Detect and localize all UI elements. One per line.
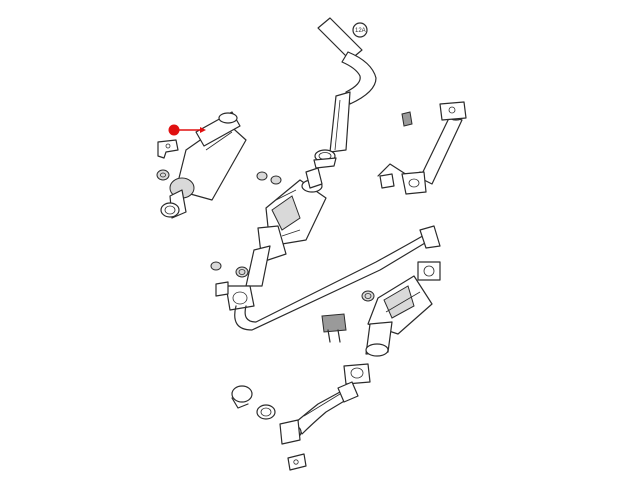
lower-downpipe bbox=[279, 381, 359, 445]
upper-exhaust-pipe bbox=[313, 17, 377, 169]
part-tag-12a: 12A bbox=[352, 22, 368, 38]
center-flange bbox=[215, 281, 255, 311]
callout-marker bbox=[168, 124, 206, 136]
right-upper-pipe bbox=[377, 101, 467, 195]
muffler-assembly bbox=[160, 111, 247, 219]
converter-gasket bbox=[343, 363, 371, 385]
right-isolator bbox=[361, 290, 375, 302]
hanger-isolator-left bbox=[156, 169, 170, 181]
right-flange bbox=[417, 261, 441, 281]
crossover-pipe bbox=[234, 225, 441, 331]
part-tag-label: 12A bbox=[355, 28, 366, 34]
center-isolators bbox=[210, 171, 282, 278]
clip-hardware-right bbox=[379, 111, 413, 189]
right-mount-bracket bbox=[321, 313, 347, 343]
red-dot-marker-icon bbox=[168, 124, 180, 136]
center-catalytic-converter bbox=[245, 167, 327, 287]
lower-clamp bbox=[231, 385, 253, 409]
muffler-bracket bbox=[157, 139, 179, 159]
lower-bracket bbox=[287, 453, 307, 471]
right-catalytic-converter bbox=[365, 275, 433, 357]
lower-gasket-ring bbox=[256, 404, 276, 420]
